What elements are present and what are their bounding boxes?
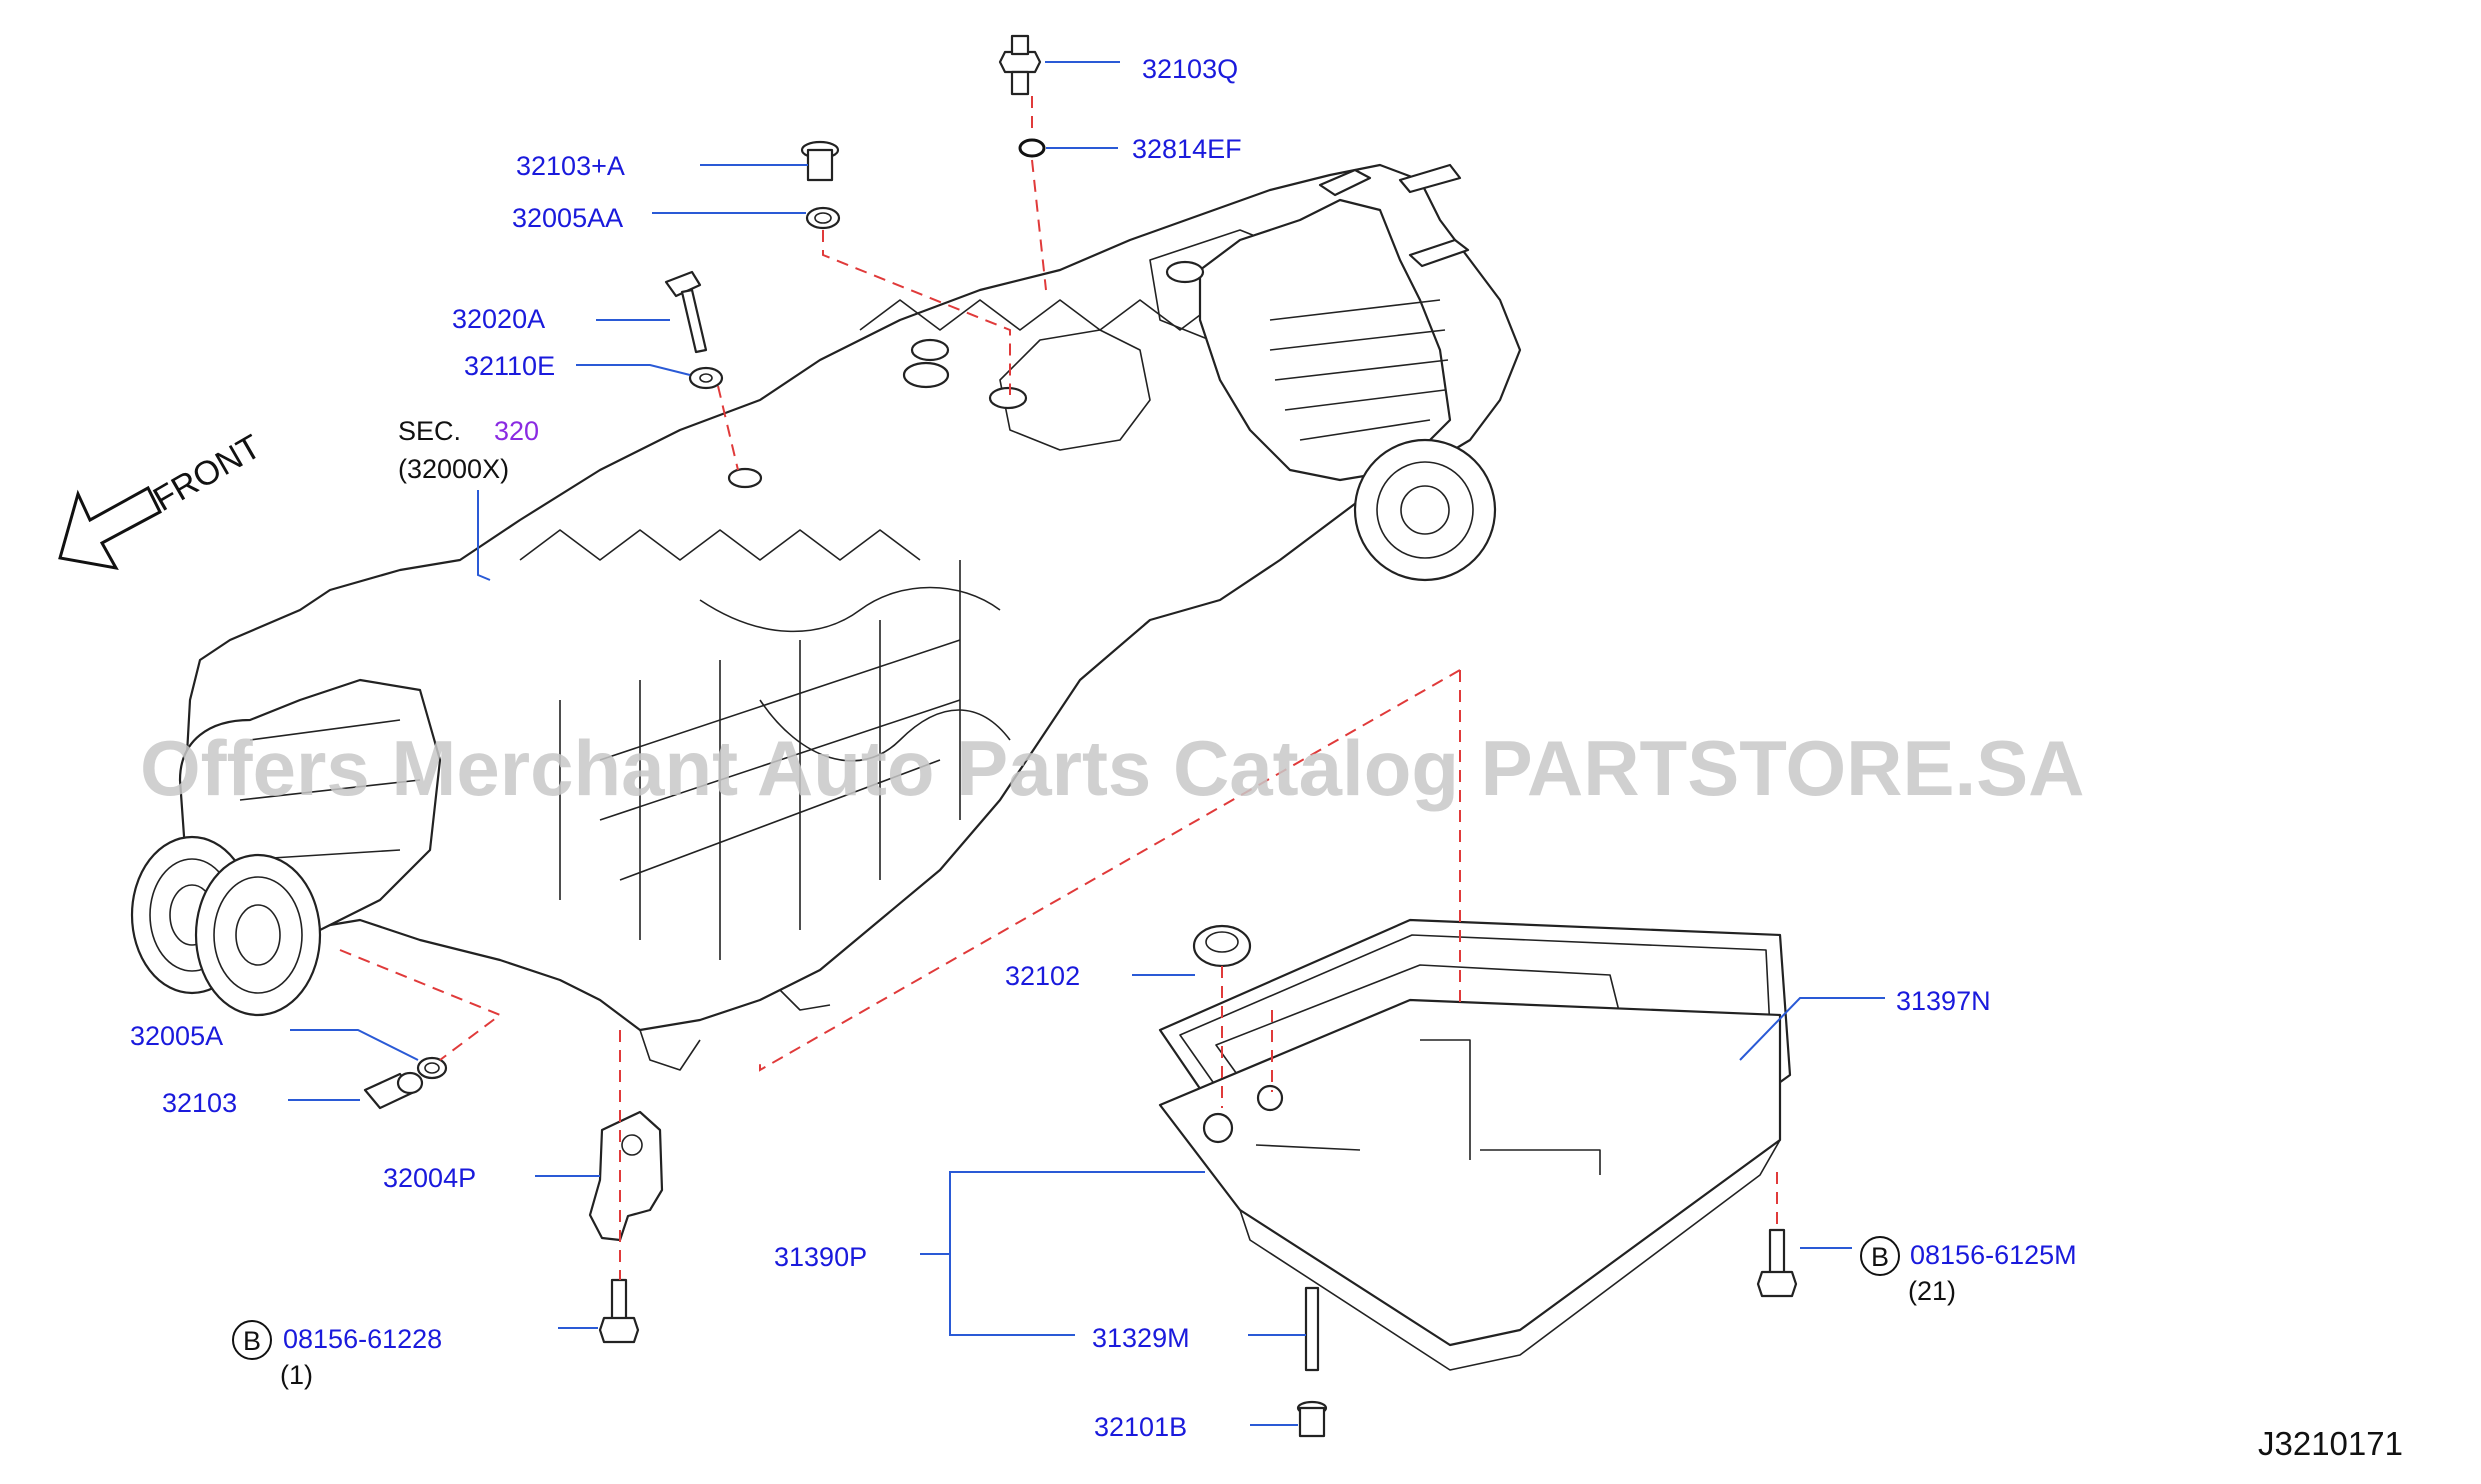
bolt-32020A [664, 270, 708, 354]
callout-32103A[interactable]: 32103+A [516, 151, 625, 181]
callout-32103[interactable]: 32103 [162, 1088, 237, 1118]
diagram-id: J3210171 [2258, 1425, 2403, 1462]
callout-32101B[interactable]: 32101B [1094, 1412, 1187, 1442]
leader-lines [288, 61, 1885, 1426]
callout-08156-6125M[interactable]: 08156-6125M [1910, 1240, 2077, 1270]
b-marker-left: B [243, 1326, 261, 1356]
qty-08156-6125M: (21) [1908, 1276, 1956, 1306]
bolt-callout-right[interactable]: B 08156-6125M (21) [1860, 1236, 2077, 1306]
section-prefix: SEC. [398, 416, 461, 446]
axle-flange-right [194, 853, 322, 1017]
assembly-dashed-lines [339, 96, 1778, 1280]
callout-31329M[interactable]: 31329M [1092, 1323, 1190, 1353]
bracket-32004P [588, 1110, 664, 1242]
front-label: FRONT [147, 427, 267, 518]
seal-32102 [1192, 924, 1252, 968]
bolt-32103Q [998, 34, 1042, 96]
bolt-08156-6125M [1756, 1228, 1798, 1298]
section-sub: (32000X) [398, 454, 509, 484]
o-ring-32814EF [1018, 138, 1046, 158]
plug-32103 [363, 1071, 424, 1110]
callout-32110E[interactable]: 32110E [464, 351, 555, 381]
plug-32101B [1296, 1400, 1328, 1438]
oil-pan [1158, 998, 1782, 1371]
callout-08156-61228[interactable]: 08156-61228 [283, 1324, 442, 1354]
plug-32103A [800, 140, 840, 182]
bolt-08156-61228 [598, 1278, 640, 1344]
callout-32020A[interactable]: 32020A [452, 304, 545, 334]
callout-31397N[interactable]: 31397N [1896, 986, 1991, 1016]
transmission-assembly [130, 163, 1522, 1071]
callout-32005A[interactable]: 32005A [130, 1021, 223, 1051]
washer-32005A [416, 1056, 448, 1080]
qty-08156-61228: (1) [280, 1360, 313, 1390]
callout-32102[interactable]: 32102 [1005, 961, 1080, 991]
section-number[interactable]: 320 [494, 416, 539, 446]
bolt-callout-left[interactable]: B 08156-61228 (1) [232, 1320, 442, 1390]
callout-32005AA[interactable]: 32005AA [512, 203, 623, 233]
front-arrow: FRONT [58, 427, 267, 571]
callout-32814EF[interactable]: 32814EF [1132, 134, 1242, 164]
callout-32004P[interactable]: 32004P [383, 1163, 476, 1193]
washer-32005AA [805, 206, 841, 230]
callout-31390P[interactable]: 31390P [774, 1242, 867, 1272]
stud-31329M [1304, 1286, 1320, 1372]
watermark: Offers Merchant Auto Parts Catalog PARTS… [140, 724, 2085, 812]
callout-32103Q[interactable]: 32103Q [1142, 54, 1238, 84]
b-marker-right: B [1871, 1242, 1889, 1272]
washer-32110E [688, 366, 724, 390]
